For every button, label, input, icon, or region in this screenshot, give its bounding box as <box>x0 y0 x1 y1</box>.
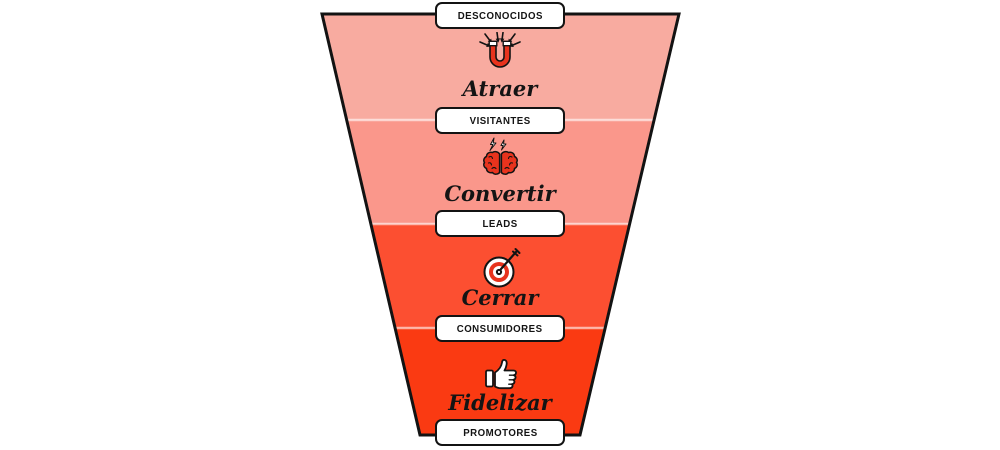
funnel-segment-convertir <box>347 120 654 224</box>
band-label-consumidores: CONSUMIDORES <box>435 315 565 342</box>
band-label-leads: LEADS <box>435 210 565 237</box>
band-label-text: DESCONOCIDOS <box>457 9 543 22</box>
magnet-icon <box>479 32 521 68</box>
band-label-text: LEADS <box>482 217 518 230</box>
thumbs-up-icon <box>485 358 517 390</box>
stage-name-convertir: Convertir <box>444 181 556 206</box>
band-label-promotores: PROMOTORES <box>435 419 565 446</box>
stage-name-cerrar: Cerrar <box>461 285 539 310</box>
target-icon <box>483 248 521 288</box>
band-label-text: VISITANTES <box>469 114 531 127</box>
stage-name-fidelizar: Fidelizar <box>448 390 552 415</box>
band-label-text: PROMOTORES <box>462 426 538 439</box>
band-label-visitantes: VISITANTES <box>435 107 565 134</box>
stage-name-atraer: Atraer <box>462 76 538 101</box>
band-label-desconocidos: DESCONOCIDOS <box>435 2 565 29</box>
brain-icon <box>483 137 518 175</box>
band-label-text: CONSUMIDORES <box>457 322 543 335</box>
